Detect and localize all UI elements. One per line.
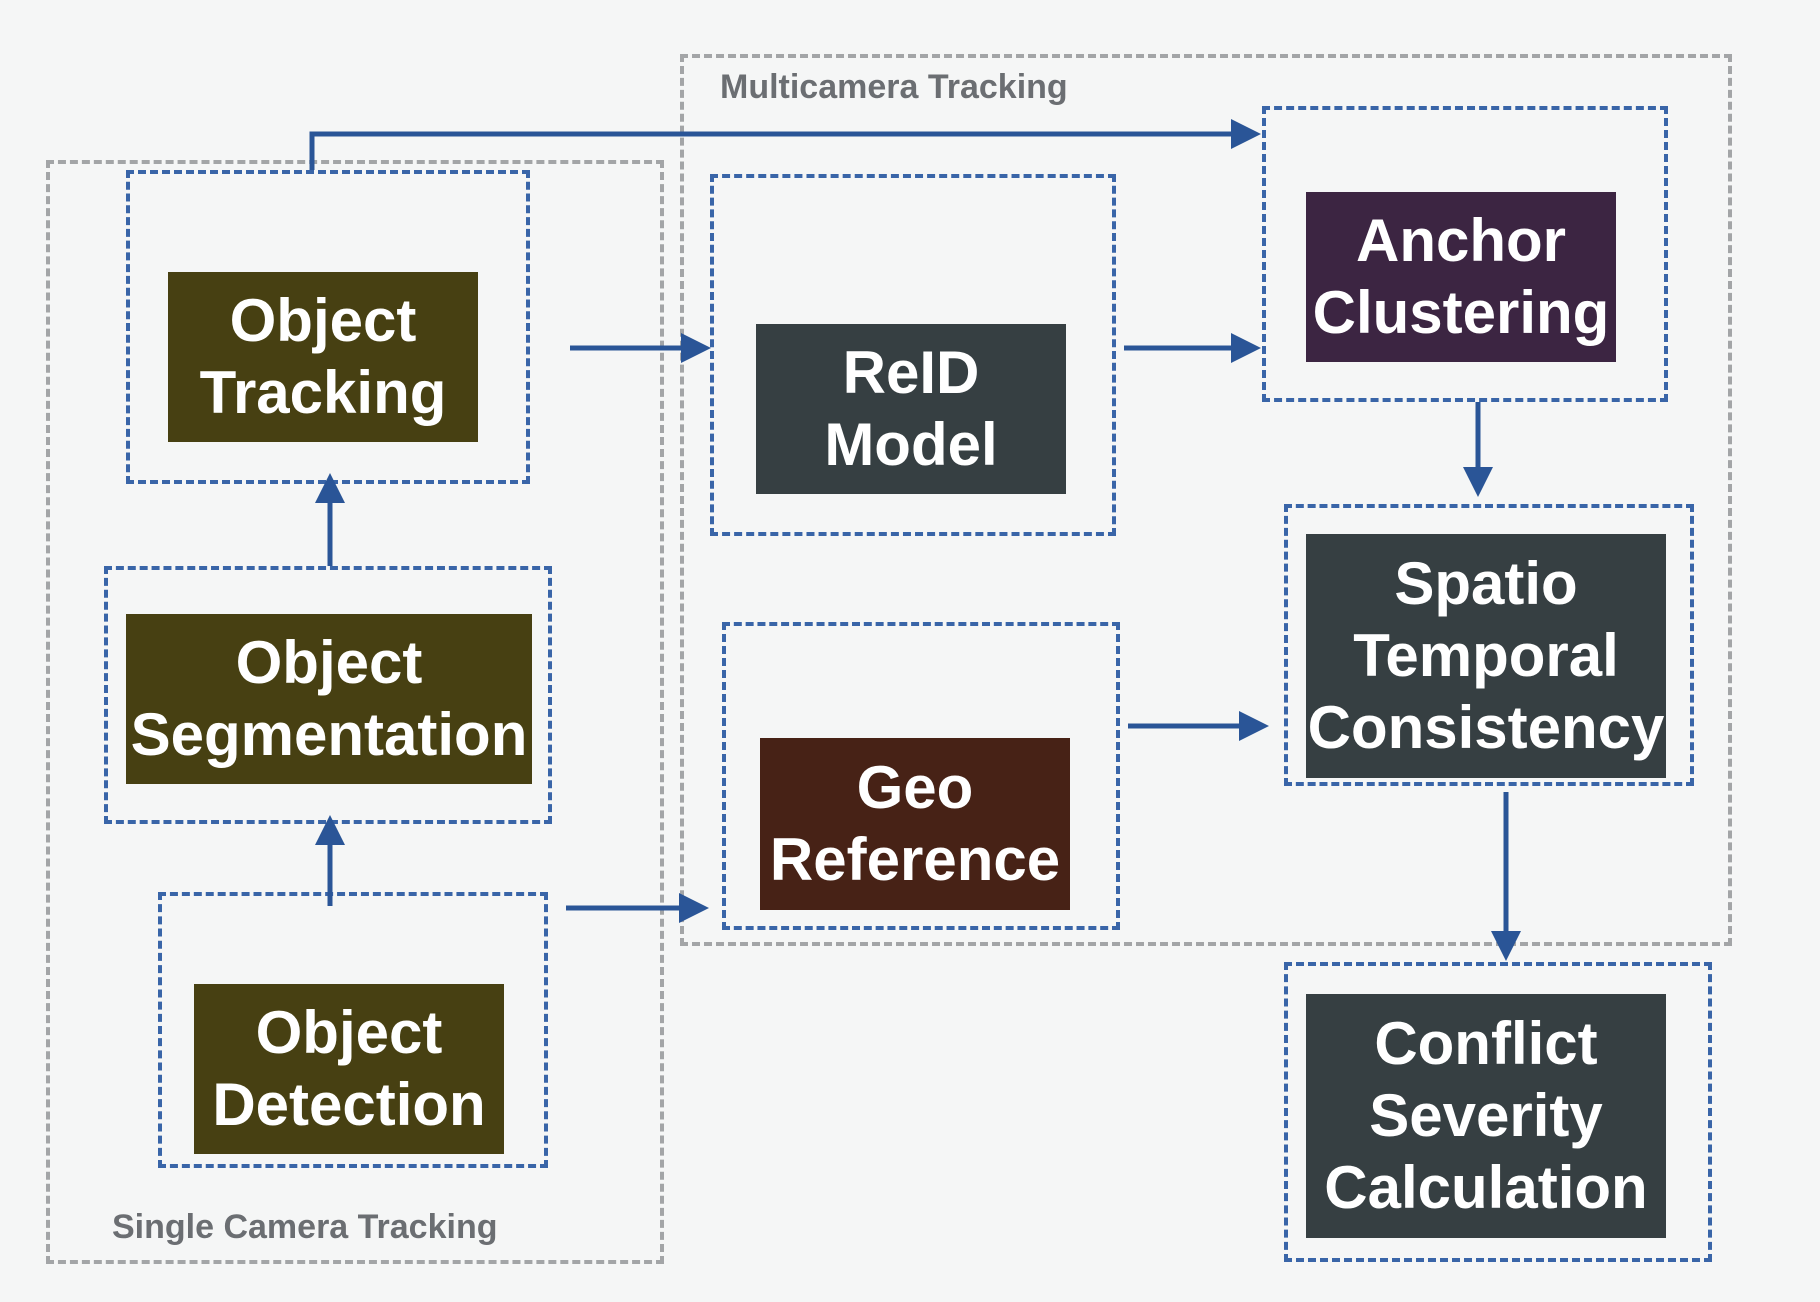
anchor-clustering-node: Anchor Clustering [1306, 192, 1616, 362]
spatio-temporal-frame [1284, 504, 1694, 786]
reid-model-node: ReID Model [756, 324, 1066, 494]
geo-reference-frame [722, 622, 1120, 930]
reid-model-frame [710, 174, 1116, 536]
multicamera-group [680, 54, 1732, 946]
conflict-severity-node: Conflict Severity Calculation [1306, 994, 1666, 1238]
object-tracking-node: Object Tracking [168, 272, 478, 442]
single-camera-group-label: Single Camera Tracking [112, 1208, 498, 1246]
arrow-object-tracking-to-anchor-clustering [309, 119, 1261, 170]
object-segmentation-node: Object Segmentation [126, 614, 532, 784]
spatio-temporal-node: Spatio Temporal Consistency [1306, 534, 1666, 778]
object-detection-frame [158, 892, 548, 1168]
anchor-clustering-frame [1262, 106, 1668, 402]
single-camera-group [46, 160, 664, 1264]
multicamera-group-label: Multicamera Tracking [720, 68, 1068, 106]
geo-reference-node: Geo Reference [760, 738, 1070, 910]
conflict-severity-frame [1284, 962, 1712, 1262]
object-detection-node: Object Detection [194, 984, 504, 1154]
